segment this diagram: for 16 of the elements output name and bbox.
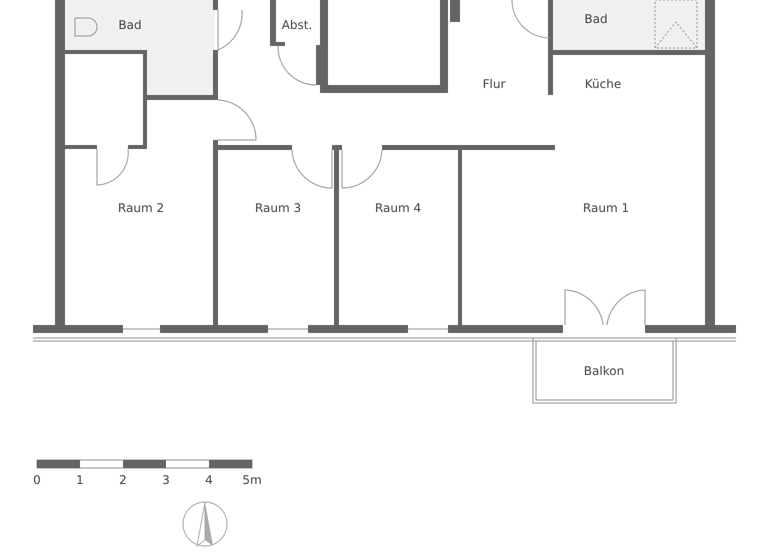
room-label: Balkon [584, 365, 624, 377]
room-label: Bad [584, 13, 608, 25]
scale-label: 1 [76, 474, 84, 486]
room-label: Raum 2 [118, 202, 164, 214]
scale-label: 0 [33, 474, 41, 486]
room-label: Raum 3 [254, 202, 302, 214]
scale-label: 2 [119, 474, 127, 486]
room-label: Bad [118, 19, 142, 31]
room-label: Raum 4 [374, 202, 422, 214]
room-label: Küche [584, 78, 622, 90]
scale-label: 4 [205, 474, 213, 486]
scale-label: 5m [242, 474, 262, 486]
room-label: Raum 1 [582, 202, 630, 214]
room-label: Abst. [282, 19, 312, 31]
scale-label: 3 [162, 474, 170, 486]
room-label: Flur [482, 78, 506, 90]
